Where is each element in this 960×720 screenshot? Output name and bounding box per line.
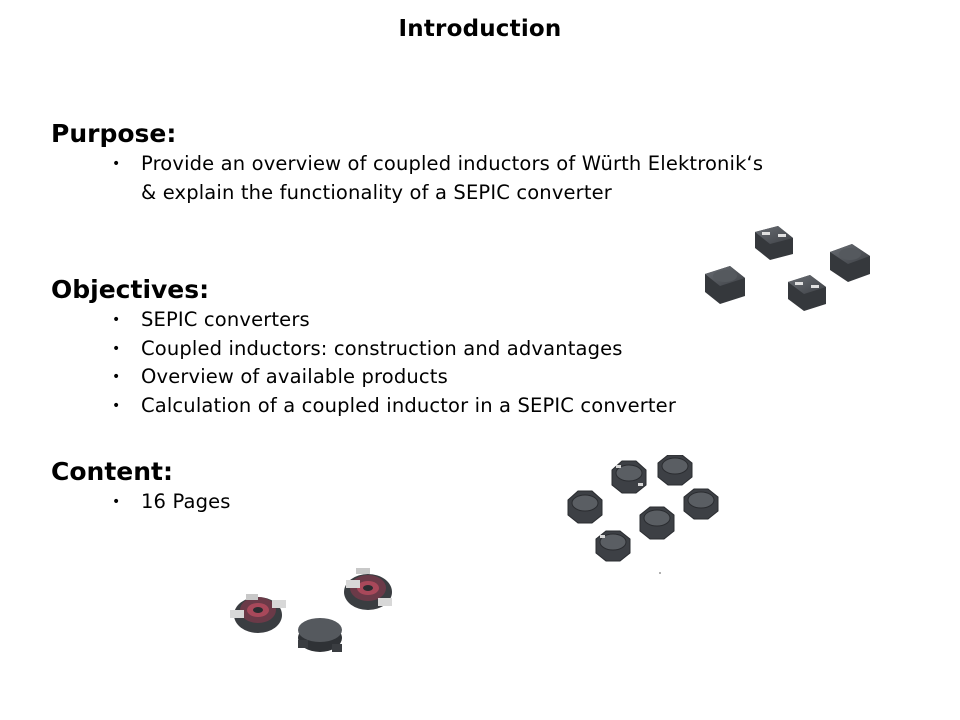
- list-item-text: Provide an overview of coupled inductors…: [141, 152, 764, 204]
- content-section: Content: • 16 Pages: [51, 456, 231, 517]
- purpose-section: Purpose: • Provide an overview of couple…: [51, 118, 781, 207]
- content-heading: Content:: [51, 457, 173, 486]
- list-item-text: Overview of available products: [141, 365, 448, 388]
- list-item-text: 16 Pages: [141, 490, 231, 513]
- bullet-icon: •: [112, 397, 121, 414]
- list-item-text: Calculation of a coupled inductor in a S…: [141, 393, 676, 417]
- objectives-list: • SEPIC converters • Coupled inductors: …: [51, 306, 676, 420]
- inductor-part: [639, 506, 675, 540]
- inductor-part: [595, 530, 631, 562]
- list-item: • Overview of available products: [51, 363, 676, 392]
- objectives-heading: Objectives:: [51, 275, 210, 304]
- list-item: • Provide an overview of coupled inducto…: [51, 150, 781, 207]
- inductor-part: [230, 594, 286, 633]
- purpose-heading: Purpose:: [51, 119, 177, 148]
- bullet-icon: •: [112, 494, 121, 510]
- list-item-text: SEPIC converters: [141, 308, 310, 331]
- slide-title: Introduction: [398, 16, 562, 42]
- inductor-part: [830, 244, 870, 282]
- bullet-icon: •: [112, 156, 121, 172]
- inductor-part: [683, 488, 719, 520]
- list-item-text: Coupled inductors: construction and adva…: [141, 336, 623, 360]
- inductor-part: [657, 455, 693, 486]
- objectives-section: Objectives: • SEPIC converters • Coupled…: [51, 274, 676, 420]
- list-item: • Coupled inductors: construction and ad…: [51, 335, 676, 364]
- bullet-icon: •: [112, 340, 121, 357]
- list-item: • SEPIC converters: [51, 306, 676, 335]
- bullet-icon: •: [112, 369, 121, 385]
- bullet-icon: •: [112, 312, 121, 328]
- inductor-part: [344, 568, 392, 610]
- list-item: • Calculation of a coupled inductor in a…: [51, 392, 676, 421]
- inductor-part: [567, 490, 603, 524]
- toroid-inductors-image: [230, 568, 392, 652]
- list-item: • 16 Pages: [51, 488, 231, 517]
- content-list: • 16 Pages: [51, 488, 231, 517]
- octagon-inductors-image: [567, 455, 719, 574]
- inductor-part: [611, 460, 647, 494]
- purpose-list: • Provide an overview of coupled inducto…: [51, 150, 781, 207]
- inductor-part: [755, 226, 793, 260]
- inductor-part: [788, 275, 826, 311]
- inductor-part: [298, 618, 342, 652]
- inductor-part: [705, 266, 745, 304]
- square-inductors-image: [705, 226, 870, 311]
